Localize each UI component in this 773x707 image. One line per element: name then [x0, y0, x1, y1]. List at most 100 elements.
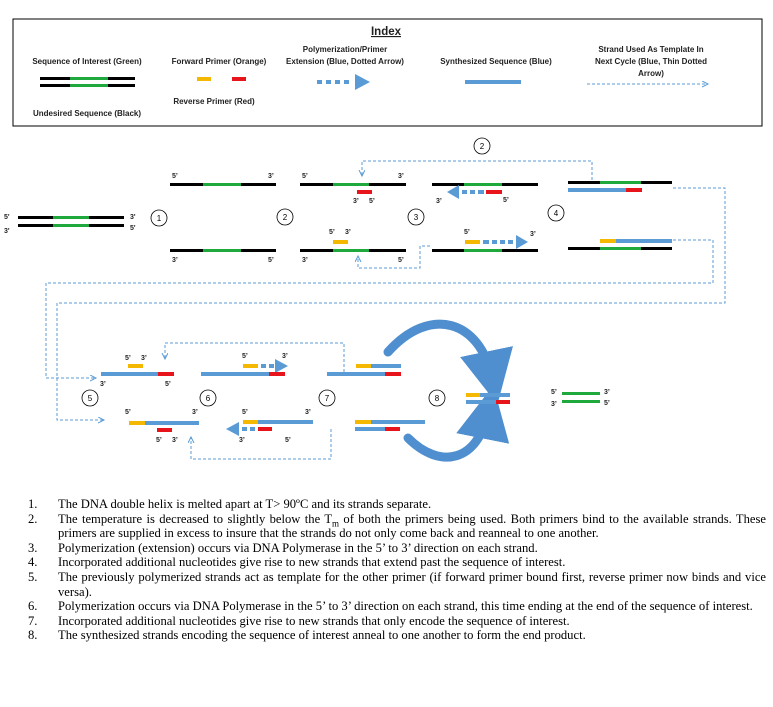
svg-text:3’: 3’ [192, 409, 198, 416]
template-connector-row2-bottom [191, 429, 332, 460]
step-item: 2.The temperature is decreased to slight… [28, 511, 766, 541]
svg-text:3’: 3’ [305, 409, 311, 416]
svg-text:5’: 5’ [242, 353, 248, 360]
svg-text:5’: 5’ [551, 389, 557, 396]
legend-dotted-arrow-icon [317, 74, 370, 90]
legend-template-line3: Arrow) [638, 69, 664, 78]
svg-text:3’: 3’ [436, 198, 442, 205]
extended-strands [568, 181, 672, 250]
pcr-diagram: Index Sequence of Interest (Green) Undes… [4, 18, 763, 462]
legend-dna-strand-sample [40, 77, 135, 87]
svg-text:3’: 3’ [345, 229, 351, 236]
svg-text:5’: 5’ [125, 409, 131, 416]
svg-text:3’: 3’ [302, 257, 308, 264]
curved-arrow-top [383, 319, 513, 405]
svg-text:3': 3' [130, 214, 136, 221]
template-strands-with-primers: 5’ 3’ 3’ 5’ 5’ 3’ 5’ 3’ [100, 355, 199, 444]
legend-reverse-primer-swatch [232, 77, 246, 81]
end-product: 5’ 3’ 3’ 5’ [551, 389, 610, 408]
template-connector-mid [358, 245, 430, 269]
svg-text:5’: 5’ [604, 400, 610, 407]
svg-text:3’: 3’ [604, 389, 610, 396]
svg-text:8: 8 [435, 394, 440, 403]
template-connector-long-2 [56, 187, 726, 420]
step-marker-4: 4 [547, 204, 565, 222]
svg-text:5’: 5’ [302, 173, 308, 180]
sequence-of-interest-strands [327, 364, 425, 431]
curved-arrow-bottom [403, 385, 510, 462]
step-item: 3.Polymerization (extension) occurs via … [28, 540, 538, 555]
svg-text:5’: 5’ [285, 437, 291, 444]
svg-text:3’: 3’ [239, 437, 245, 444]
svg-text:5’: 5’ [398, 257, 404, 264]
step-item: 7.Incorporated additional nucleotides gi… [28, 613, 570, 628]
svg-text:3’: 3’ [172, 257, 178, 264]
step-marker-5: 5 [81, 389, 99, 407]
step-descriptions: 1.The DNA double helix is melted apart a… [28, 497, 766, 643]
step-marker-8: 8 [428, 389, 446, 407]
legend-synthesized-swatch [465, 80, 521, 84]
legend-reverse-primer: Reverse Primer (Red) [173, 97, 255, 106]
svg-text:4: 4 [554, 209, 559, 218]
second-polymerization: 5’ 3’ 5’ 3’ 3’ 5’ [201, 353, 313, 444]
cycle-row-2: 5’ 3’ 3’ 5’ 5’ 3’ 5’ 3’ 5 6 [81, 319, 610, 462]
svg-text:3': 3' [4, 228, 10, 235]
legend-undesired-sequence: Undesired Sequence (Black) [33, 109, 141, 118]
separated-strands: 5’ 3’ 3’ 5’ [170, 173, 276, 264]
svg-text:3’: 3’ [551, 401, 557, 408]
svg-text:7: 7 [325, 394, 330, 403]
cycle-row-1: 5' 3' 3' 5' 1 5’ 3’ 3’ 5’ 2 [4, 137, 726, 420]
legend-template-line1: Strand Used As Template In [598, 45, 703, 54]
svg-text:3’: 3’ [398, 173, 404, 180]
index-title: Index [371, 26, 402, 38]
step-item: 6.Polymerization occurs via DNA Polymera… [28, 599, 753, 614]
step-item: 4.Incorporated additional nucleotides gi… [28, 555, 566, 570]
svg-text:3’: 3’ [172, 437, 178, 444]
polymerization-strands: 3’ 5’ 5’ 3’ [432, 183, 538, 252]
legend-template-line2: Next Cycle (Blue, Thin Dotted [595, 57, 707, 66]
svg-text:5’: 5’ [268, 257, 274, 264]
step-item: 8.The synthesized strands encoding the s… [28, 628, 586, 643]
legend-synthesized-sequence: Synthesized Sequence (Blue) [440, 57, 552, 66]
svg-text:3’: 3’ [353, 198, 359, 205]
svg-text:5’: 5’ [503, 197, 509, 204]
svg-text:5': 5' [4, 214, 10, 221]
svg-text:5’: 5’ [156, 437, 162, 444]
svg-text:6: 6 [206, 394, 211, 403]
legend-forward-primer-swatch [197, 77, 211, 81]
legend-polymerization-line2: Extension (Blue, Dotted Arrow) [286, 57, 404, 66]
svg-text:3’: 3’ [100, 381, 106, 388]
svg-text:5: 5 [88, 394, 93, 403]
svg-text:3’: 3’ [268, 173, 274, 180]
annealed-product [466, 393, 510, 404]
legend-forward-primer: Forward Primer (Orange) [172, 57, 267, 66]
svg-text:2: 2 [283, 213, 288, 222]
svg-text:5’: 5’ [165, 381, 171, 388]
double-helix: 5' 3' 3' 5' [4, 214, 136, 235]
step-marker-7: 7 [318, 389, 336, 407]
step-item: 5.The previously polymerized strands act… [28, 569, 766, 599]
template-connector-top: 2 [362, 137, 593, 180]
svg-text:3’: 3’ [282, 353, 288, 360]
step-item: 1.The DNA double helix is melted apart a… [28, 497, 432, 511]
svg-text:1: 1 [157, 214, 162, 223]
svg-text:3’: 3’ [141, 355, 147, 362]
svg-text:5’: 5’ [464, 229, 470, 236]
svg-text:5’: 5’ [125, 355, 131, 362]
step-marker-6: 6 [199, 389, 217, 407]
svg-text:5’: 5’ [172, 173, 178, 180]
step-marker-1: 1 [150, 209, 168, 227]
primers-annealed: 5’ 3’ 3’ 5’ 5’ 3’ 3’ 5’ [300, 173, 406, 264]
svg-text:3’: 3’ [530, 231, 536, 238]
index-legend: Index Sequence of Interest (Green) Undes… [12, 18, 763, 127]
step-marker-2: 2 [276, 208, 294, 226]
step-marker-3: 3 [407, 208, 425, 226]
svg-text:5’: 5’ [369, 198, 375, 205]
svg-text:5’: 5’ [242, 409, 248, 416]
template-connector-row2-top [165, 342, 345, 372]
svg-text:2: 2 [480, 142, 485, 151]
template-connector-long-1 [45, 239, 714, 378]
svg-text:3: 3 [414, 213, 419, 222]
legend-polymerization-line1: Polymerization/Primer [303, 45, 387, 54]
svg-text:5': 5' [130, 225, 136, 232]
